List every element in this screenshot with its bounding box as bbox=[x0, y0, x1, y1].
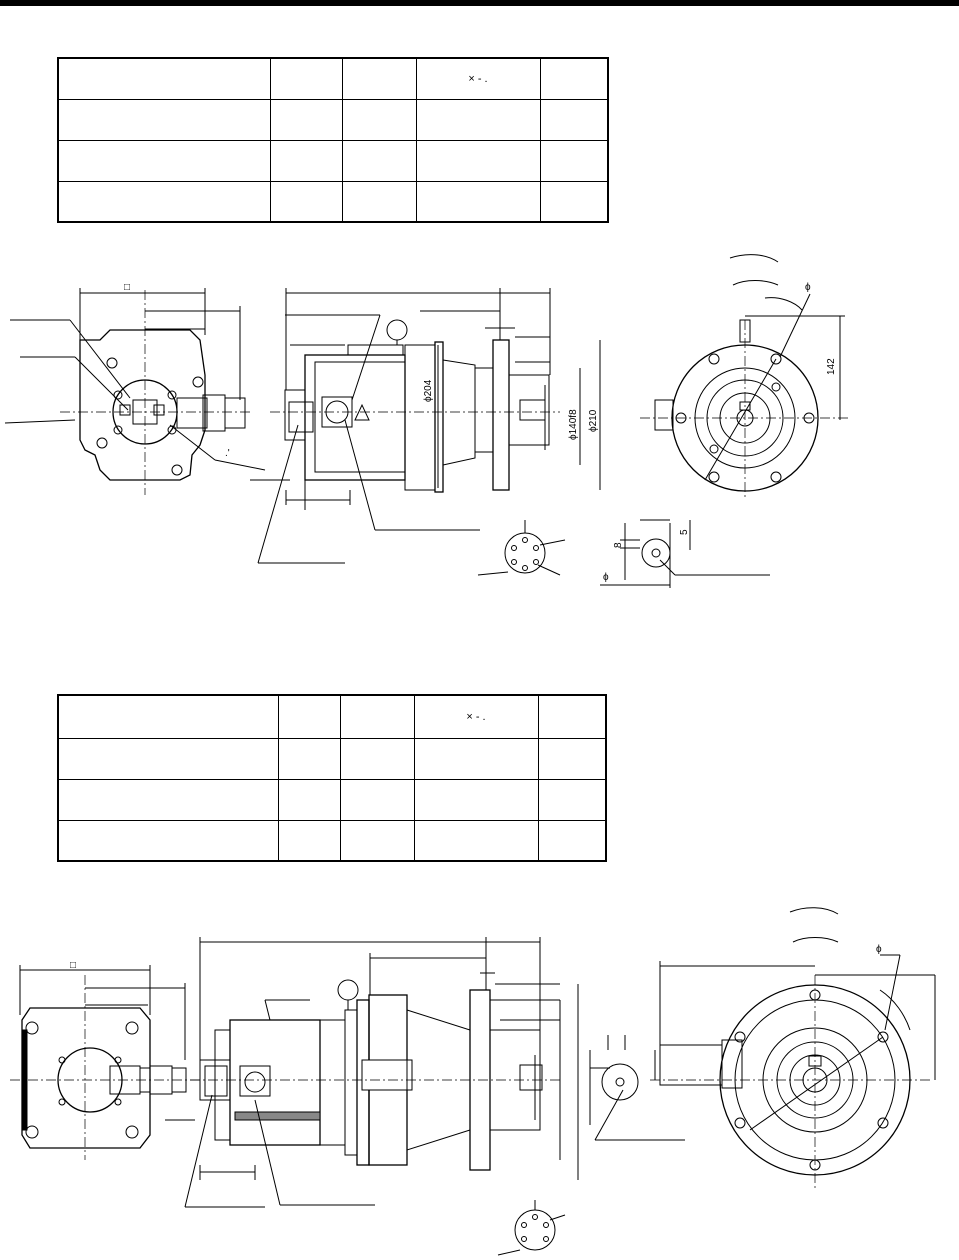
table-header-cell bbox=[57, 694, 279, 739]
table-row bbox=[57, 139, 609, 182]
table-header-cell bbox=[537, 694, 607, 739]
front-view-2 bbox=[10, 965, 200, 1160]
dim-8-label: 8 bbox=[613, 542, 624, 548]
side-view-2 bbox=[184, 937, 579, 1208]
table-cell bbox=[413, 737, 539, 780]
dim-142-label: 142 bbox=[826, 358, 837, 375]
table-cell bbox=[341, 98, 417, 141]
table-header-cell: × - . bbox=[415, 57, 541, 100]
shaft-section-1 bbox=[600, 519, 770, 588]
table-row bbox=[57, 180, 609, 223]
dim-5-label: 5 bbox=[679, 529, 690, 535]
table-row bbox=[57, 737, 607, 780]
connector-detail-1 bbox=[477, 520, 566, 576]
motor-drawing-1: □ .' ϕ ϕ bbox=[4, 254, 850, 588]
front-view-1 bbox=[4, 288, 266, 495]
flange-view-1 bbox=[640, 254, 850, 500]
square-dim-label: □ bbox=[124, 282, 130, 293]
table-cell bbox=[339, 819, 415, 862]
table-header-row: × - . bbox=[57, 694, 607, 739]
table-header-cell: × - . bbox=[413, 694, 539, 739]
connector-detail-2 bbox=[497, 1200, 566, 1256]
table-cell bbox=[277, 778, 341, 821]
dim-label-minor: .' bbox=[225, 448, 230, 459]
table-cell bbox=[57, 819, 279, 862]
table-cell bbox=[339, 778, 415, 821]
dim-140-label: ϕ140f8 bbox=[568, 409, 579, 440]
table-row bbox=[57, 819, 607, 862]
dim-210-label: ϕ210 bbox=[588, 409, 599, 432]
phi-label: ϕ bbox=[805, 282, 811, 293]
flange-view-2 bbox=[650, 907, 936, 1190]
spec-table-1: × - . bbox=[57, 57, 609, 223]
phi-label-2: ϕ bbox=[876, 944, 882, 955]
table-header-cell bbox=[277, 694, 341, 739]
table-row bbox=[57, 778, 607, 821]
table-cell bbox=[341, 180, 417, 223]
table-header-cell bbox=[339, 694, 415, 739]
table-cell bbox=[415, 180, 541, 223]
table-cell bbox=[57, 180, 271, 223]
table-cell bbox=[57, 737, 279, 780]
square-dim-label-2: □ bbox=[70, 960, 76, 971]
table-cell bbox=[413, 819, 539, 862]
table-header-cell bbox=[57, 57, 271, 100]
table-cell bbox=[413, 778, 539, 821]
table-cell bbox=[277, 737, 341, 780]
table-cell bbox=[537, 737, 607, 780]
shaft-section-2 bbox=[589, 1035, 685, 1141]
table-cell bbox=[57, 98, 271, 141]
side-view-1 bbox=[250, 288, 601, 564]
table-cell bbox=[339, 737, 415, 780]
table-cell bbox=[539, 180, 609, 223]
table-cell bbox=[269, 139, 343, 182]
phi-label-shaft: ϕ bbox=[603, 572, 609, 583]
table-cell bbox=[277, 819, 341, 862]
table-cell bbox=[269, 180, 343, 223]
page-header-bar bbox=[0, 0, 959, 6]
table-header-row: × - . bbox=[57, 57, 609, 100]
spec-table-2: × - . bbox=[57, 694, 607, 862]
table-header-cell bbox=[269, 57, 343, 100]
table-cell bbox=[537, 778, 607, 821]
table-cell bbox=[537, 819, 607, 862]
dim-204-label: ϕ204 bbox=[423, 379, 434, 402]
table-cell bbox=[57, 778, 279, 821]
